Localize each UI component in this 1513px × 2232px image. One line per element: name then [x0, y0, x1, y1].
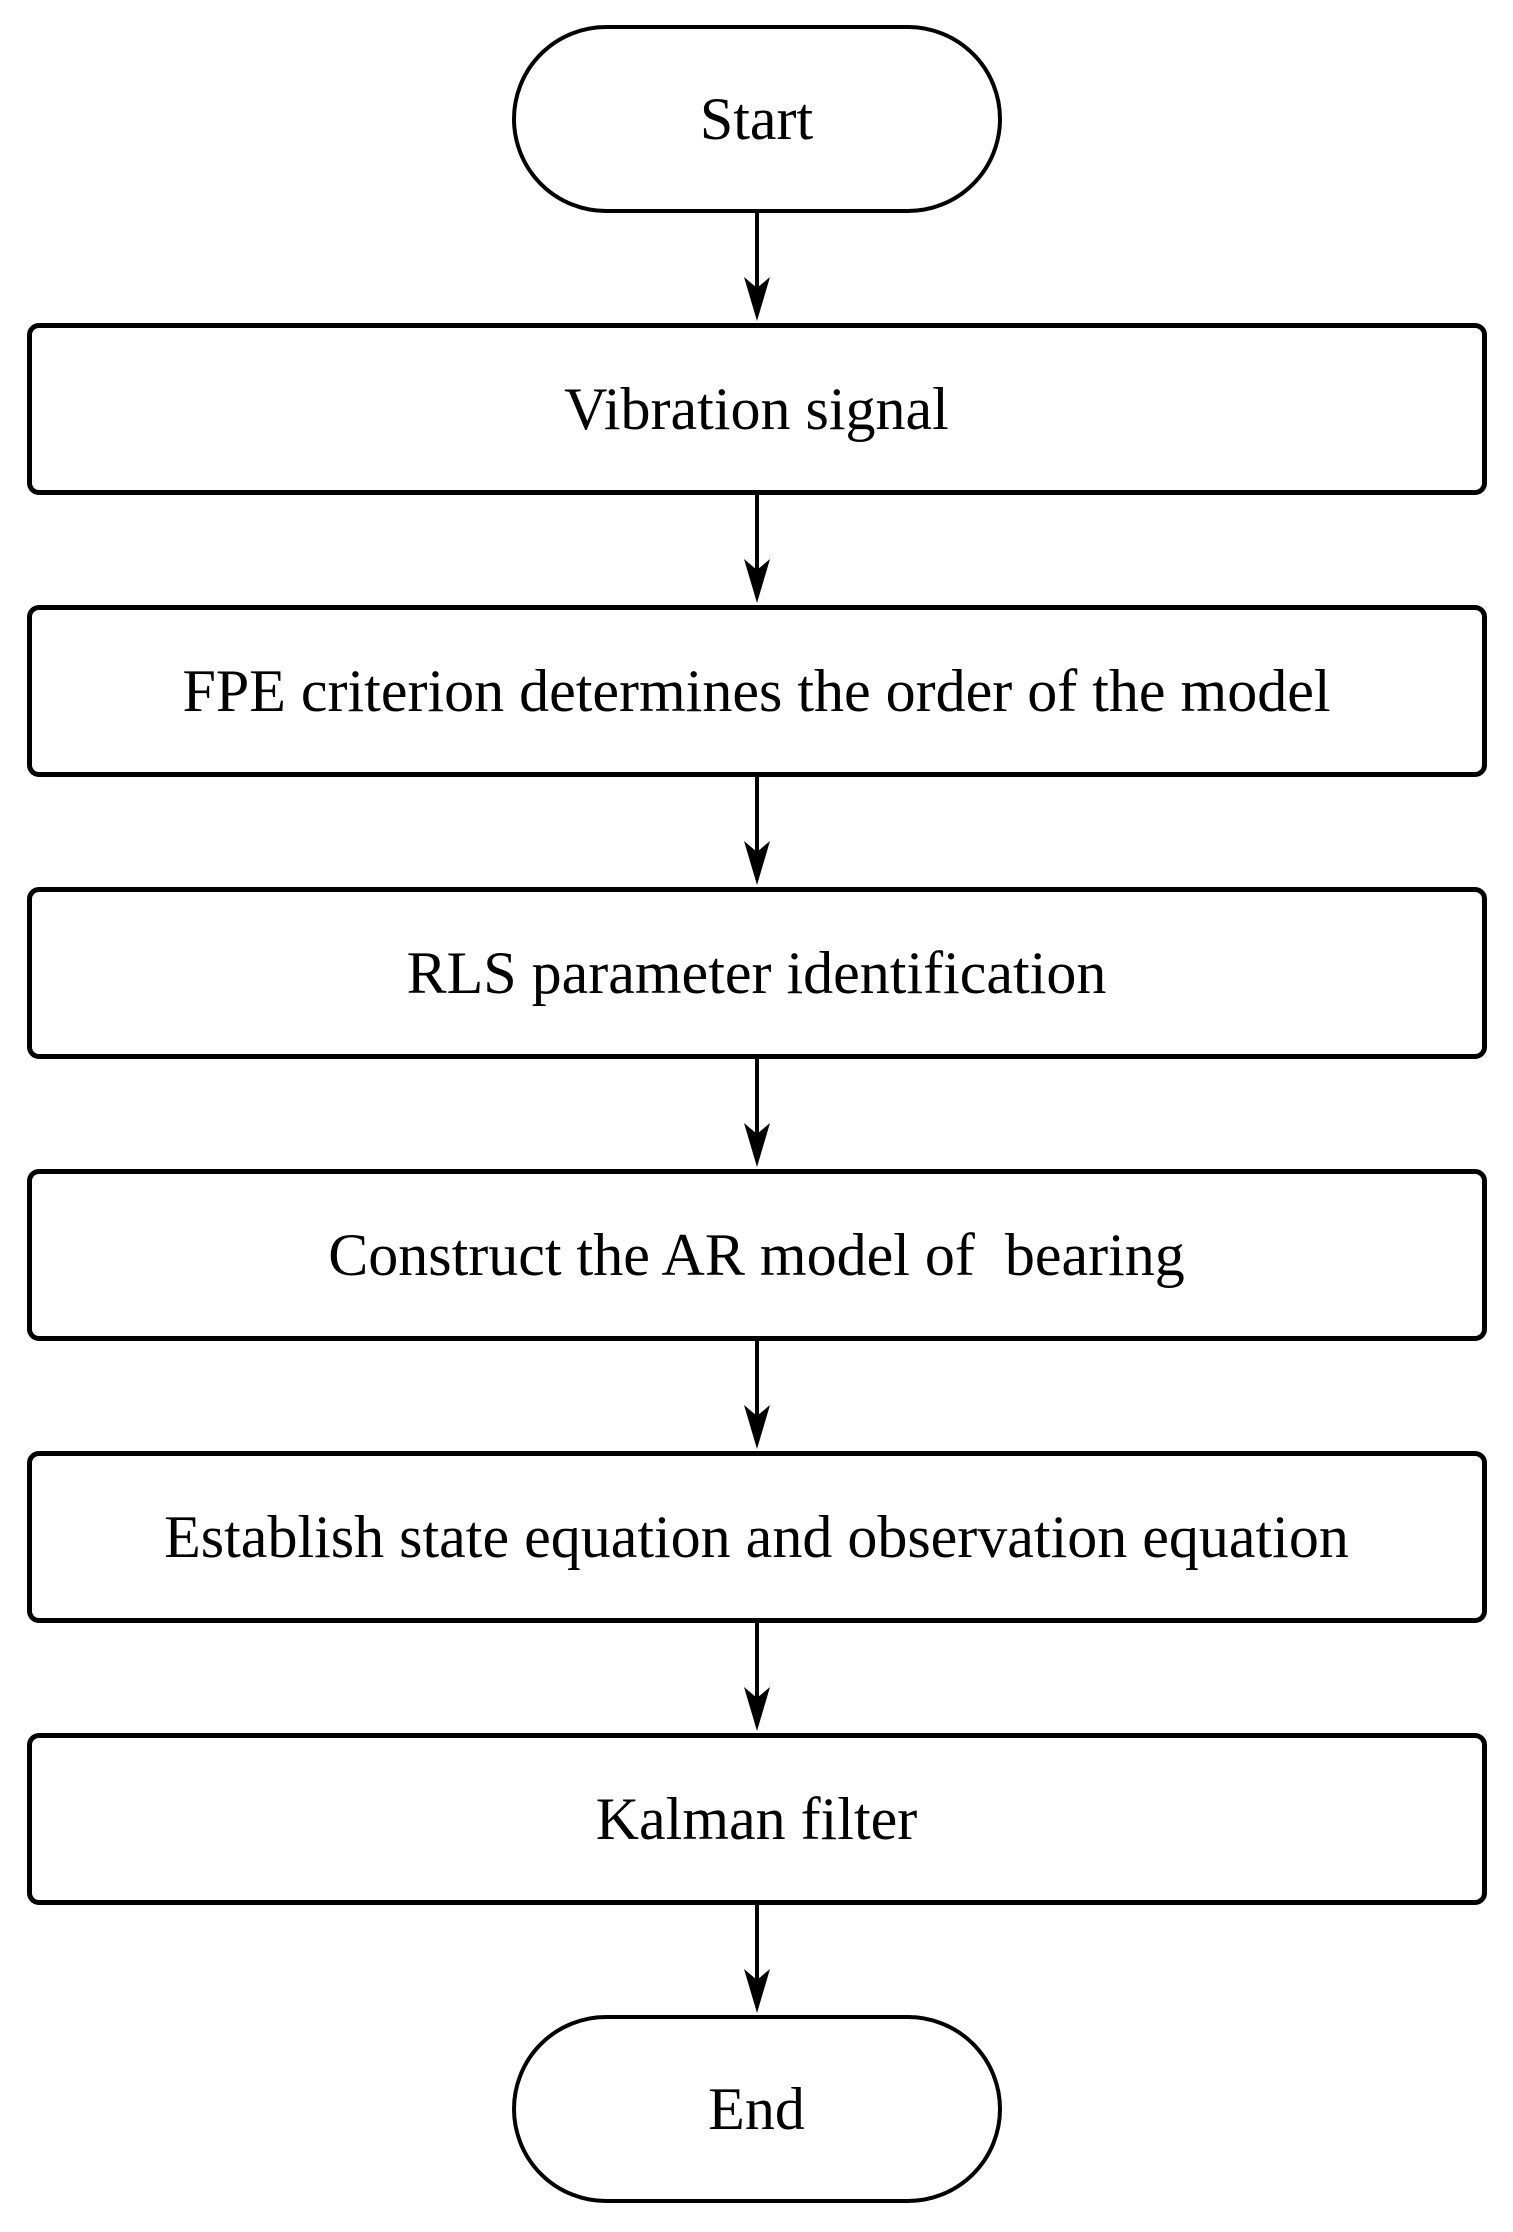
node-end-label: End [708, 2076, 805, 2142]
node-rls-identification: RLS parameter identification [26, 887, 1487, 1059]
node-ar-model-label: Construct the AR model of bearing [328, 1222, 1185, 1288]
node-start-label: Start [699, 86, 814, 152]
node-kalman-filter: Kalman filter [26, 1733, 1487, 1905]
node-fpe-criterion: FPE criterion determines the order of th… [26, 605, 1487, 777]
flow-arrow-down-icon [743, 495, 770, 603]
node-vibration-signal: Vibration signal [26, 323, 1487, 495]
node-fpe-criterion-label: FPE criterion determines the order of th… [182, 658, 1331, 724]
node-kalman-filter-label: Kalman filter [595, 1786, 918, 1852]
node-end: End [511, 2015, 1002, 2203]
flow-arrow-down-icon [743, 1341, 770, 1449]
flow-arrow-down-icon [743, 1905, 770, 2013]
flow-arrow-down-icon [743, 213, 770, 321]
node-state-equation: Establish state equation and observation… [26, 1451, 1487, 1623]
flow-arrow-down-icon [743, 1059, 770, 1167]
node-rls-identification-label: RLS parameter identification [406, 940, 1107, 1006]
node-ar-model: Construct the AR model of bearing [26, 1169, 1487, 1341]
node-state-equation-label: Establish state equation and observation… [164, 1504, 1349, 1570]
flow-arrow-down-icon [743, 1623, 770, 1731]
flow-arrow-down-icon [743, 777, 770, 885]
node-vibration-signal-label: Vibration signal [564, 376, 949, 442]
node-start: Start [511, 25, 1002, 213]
